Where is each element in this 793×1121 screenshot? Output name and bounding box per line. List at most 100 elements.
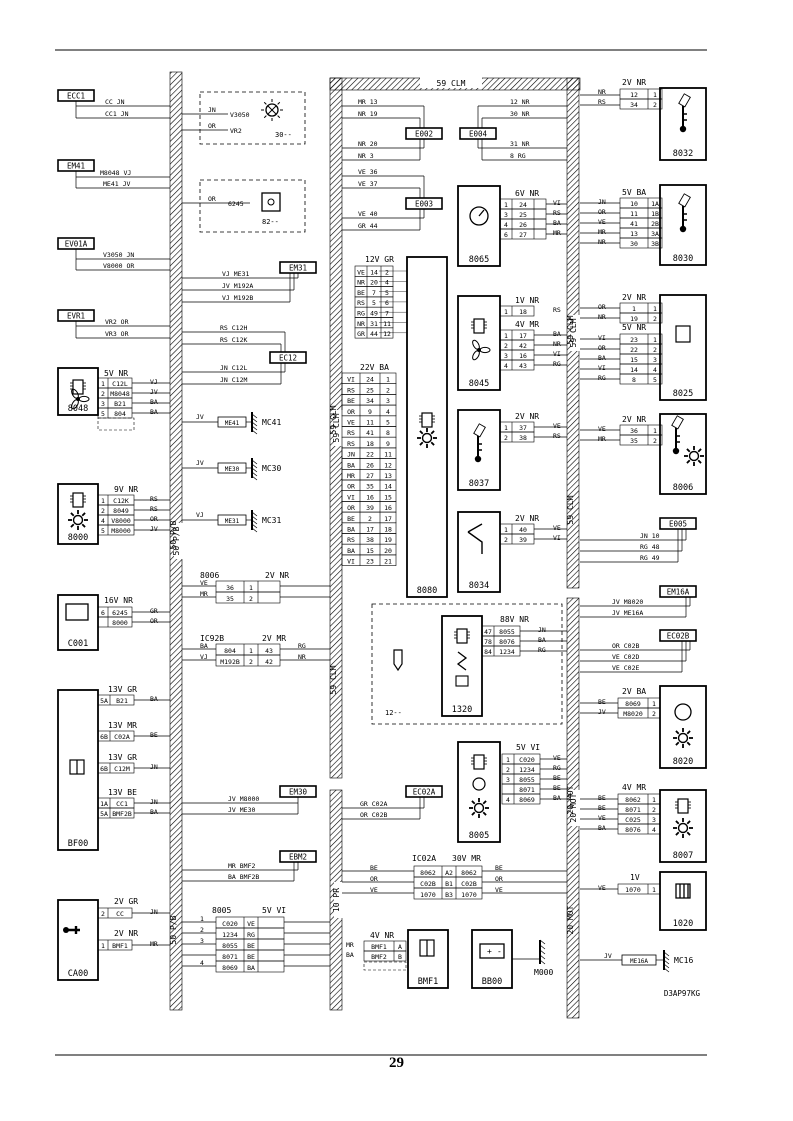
bus-label: 59 CLM (437, 79, 466, 88)
pin-cell: 2 (101, 507, 105, 515)
label-text: RS C12H (220, 324, 247, 332)
gauge-icon (469, 206, 489, 226)
sun-ray (482, 811, 487, 816)
label-text: JN (150, 908, 158, 916)
pin-cell: 8 (632, 376, 636, 384)
label-text: 30 NR (510, 110, 530, 118)
connector-shell (363, 961, 407, 971)
pin-cell: 7 (385, 310, 389, 318)
pin-cell: 1070 (625, 886, 641, 894)
pin-cell: 13 (384, 472, 392, 480)
thermistor-icon (678, 93, 691, 133)
pin-cell: 8062 (461, 869, 477, 877)
bus-label: 59 CLM (566, 495, 575, 524)
bus-label: 20 MOT (569, 793, 578, 822)
pin-cell: 804 (224, 647, 236, 655)
ground-hatch (251, 463, 258, 469)
label-text: VE C02E (612, 664, 639, 672)
pin-cell: 8055 (499, 628, 515, 636)
bus-label: 59 CLM (329, 405, 338, 434)
sun-ray (675, 820, 680, 825)
pin-cell: 8055 (519, 776, 535, 784)
pin-cell: 43 (265, 647, 273, 655)
ground-label: M000 (534, 968, 553, 977)
pin-cell: BE (347, 515, 355, 523)
component-8037 (457, 409, 501, 491)
label-text: VE (553, 754, 561, 762)
pin-cell: 3B (651, 240, 659, 248)
ground-hatch (251, 425, 258, 431)
component-code: BMF1 (418, 977, 438, 987)
component-code: CA00 (68, 969, 88, 979)
pin-cell: 1 (504, 201, 508, 209)
pin-cell: 804 (114, 410, 126, 418)
fan-blade (71, 388, 79, 399)
label-text: ME31 (225, 518, 240, 525)
pin-cell: 12 (384, 461, 392, 469)
component-8080 (406, 256, 448, 598)
pin-cell: 4 (504, 362, 508, 370)
pin-cell: 41 (366, 429, 374, 437)
pin-cell: 1 (653, 305, 657, 313)
label-text: OR (598, 208, 606, 216)
component-code: 8080 (417, 586, 437, 596)
pin-cell: 1 (652, 886, 656, 894)
pin-cell: B21 (114, 400, 126, 408)
pin-cell: 1 (632, 305, 636, 313)
ground-hatch (251, 523, 258, 529)
pin-cell: BE (347, 397, 355, 405)
coil-icon (455, 675, 469, 687)
pin-cell: VE (247, 920, 255, 928)
ecu-body (456, 628, 468, 644)
starter-icon (675, 883, 691, 899)
label-text: OR (598, 344, 606, 352)
label-text: MR (598, 228, 606, 236)
component-code: 8025 (673, 389, 693, 399)
label-text: JN 10 (640, 532, 660, 540)
pin-cell: 2 (101, 910, 105, 918)
pin-cell: 18 (366, 440, 374, 448)
pin-cell: 41 (630, 220, 638, 228)
label-text: 2V BA (622, 687, 646, 696)
component-8005 (457, 741, 501, 843)
label-text: BA (538, 636, 546, 644)
sun-core (677, 732, 689, 744)
label-text: IC02A (412, 854, 436, 863)
label-text: BA (346, 951, 354, 959)
pin-cell: 1 (504, 526, 508, 534)
pin-cell: 14 (630, 366, 638, 374)
sun-icon (673, 728, 693, 748)
pin-cell: 8071 (519, 786, 535, 794)
pin-cell: 1 (504, 424, 508, 432)
connector-ec12 (269, 351, 307, 364)
label-text: BA BMF2B (228, 873, 259, 881)
bus-label-bg (334, 410, 344, 446)
pin-cell: 2 (385, 268, 389, 276)
label-text: 2V NR (515, 514, 539, 523)
pin-row (413, 887, 483, 900)
pin-cell: 13 (630, 230, 638, 238)
label-text: BE (598, 698, 606, 706)
label-text: OR (598, 303, 606, 311)
pin-cell: 2 (653, 437, 657, 445)
label-text: VE (598, 425, 606, 433)
ground-label: MC16 (674, 956, 693, 965)
pin-cell: 1 (653, 427, 657, 435)
component-code: BF00 (68, 839, 88, 849)
ground-hatch (251, 421, 258, 427)
label-text: BA (553, 219, 561, 227)
pin-cell: 2 (368, 515, 372, 523)
label-text: 1V NR (515, 296, 539, 305)
pin-cell: 9 (386, 440, 390, 448)
pin-cell: 11 (383, 320, 391, 328)
pin-cell: 22 (366, 451, 374, 459)
pin-cell: 27 (519, 231, 527, 239)
label-text: RG (598, 374, 606, 382)
sun-ray (81, 512, 86, 517)
